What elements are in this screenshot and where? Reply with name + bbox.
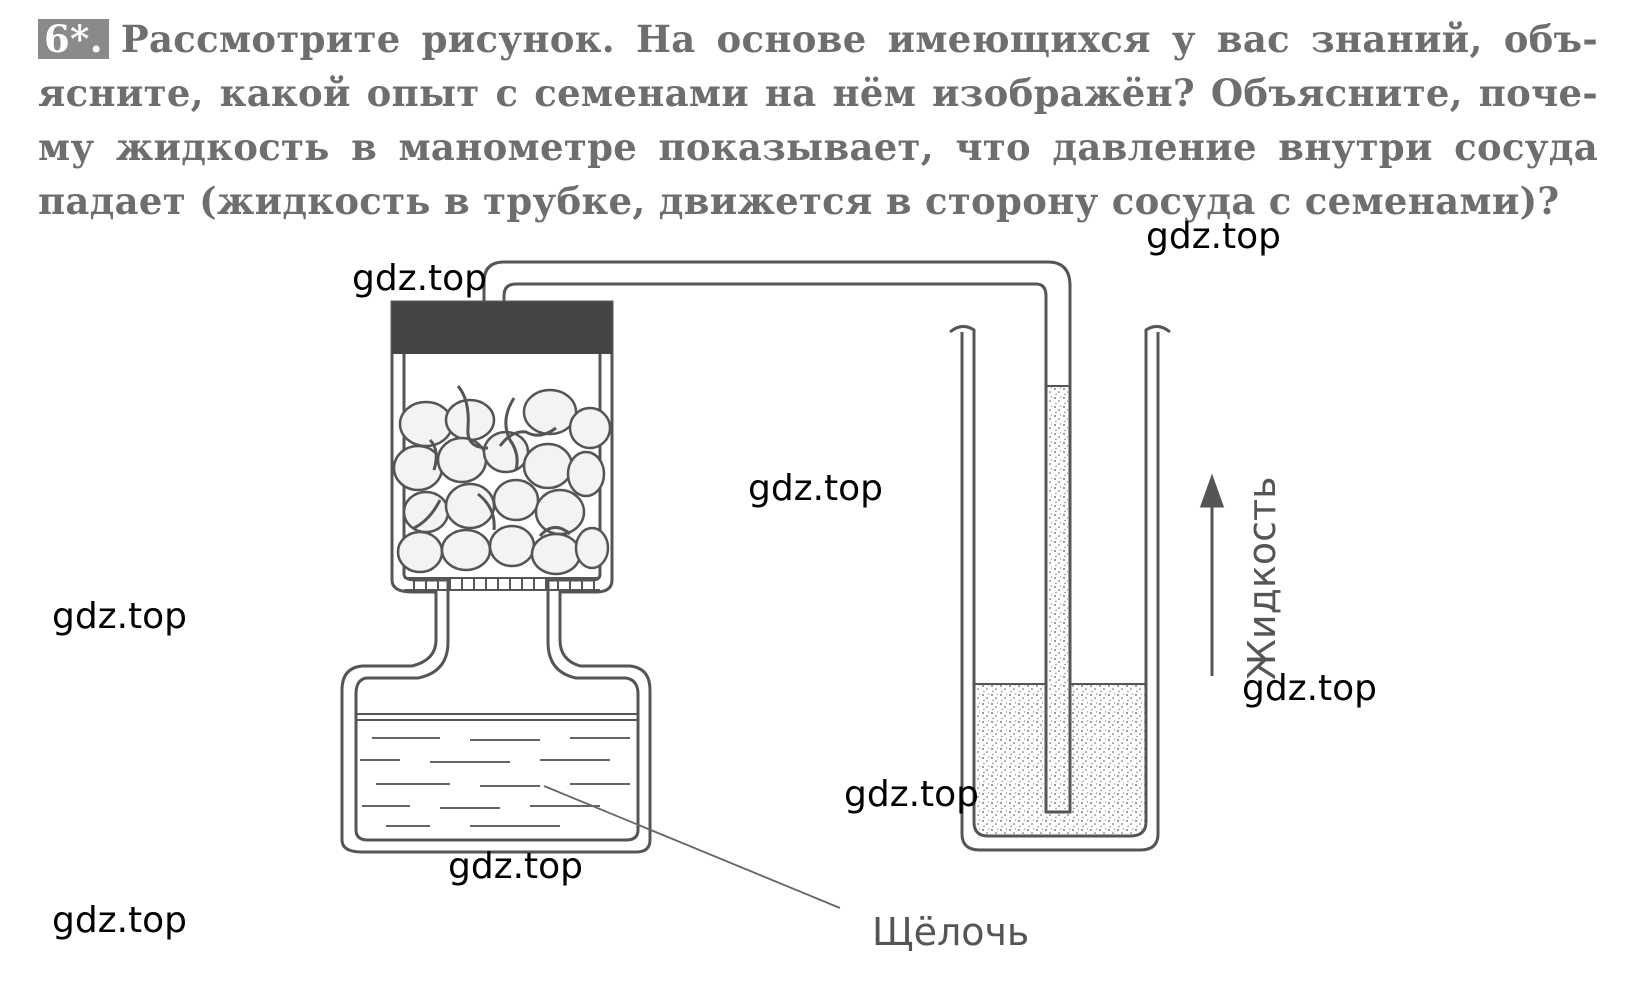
alkali-pointer-line	[543, 785, 841, 909]
watermark: gdz.top	[52, 596, 188, 637]
seed-grid	[404, 577, 600, 591]
watermark: gdz.top	[1146, 216, 1282, 257]
task-line-1: 6*. Рассмотрите рисунок. На основе имеющи…	[38, 12, 1598, 66]
liquid-label: Жидкость	[1240, 476, 1284, 680]
alkali-label: Щёлочь	[872, 910, 1030, 954]
watermark: gdz.top	[352, 258, 488, 299]
liquid-direction-arrow-icon	[1199, 473, 1225, 676]
task-text: 6*. Рассмотрите рисунок. На основе имеющи…	[38, 12, 1598, 228]
task-line-1-text: Рассмотрите рисунок. На основе имеющихся…	[120, 17, 1598, 61]
manometer-cup	[949, 325, 1171, 852]
germinating-seeds	[392, 388, 612, 576]
alkali-dashes	[360, 737, 630, 827]
watermark: gdz.top	[748, 468, 884, 509]
watermark: gdz.top	[844, 774, 980, 815]
alkali-liquid	[356, 713, 638, 721]
task-number-badge: 6*.	[38, 19, 109, 59]
manometer-tube	[1044, 385, 1072, 814]
seed-sprouts	[413, 385, 571, 538]
watermark: gdz.top	[448, 846, 584, 887]
jar-stopper	[392, 302, 612, 354]
connecting-tube	[482, 260, 1072, 386]
watermark: gdz.top	[52, 900, 188, 941]
watermark: gdz.top	[1242, 668, 1378, 709]
seed-jar	[340, 300, 652, 854]
task-line-2: ясните, какой опыт с семенами на нём изо…	[38, 71, 1598, 115]
task-line-3: му жидкость в манометре показывает, что …	[38, 125, 1598, 169]
task-line-4: падает (жидкость в трубке, движется в ст…	[38, 179, 1560, 223]
